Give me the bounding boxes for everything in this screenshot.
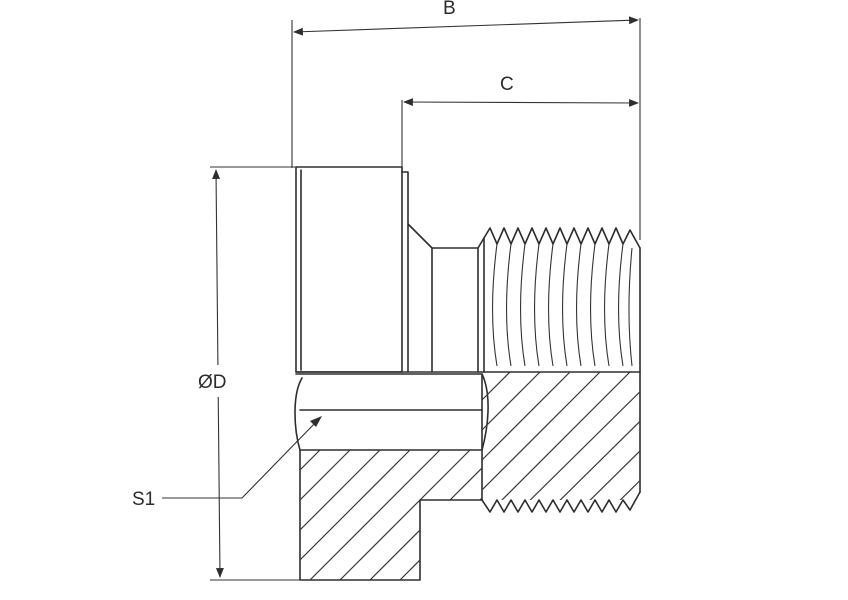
label-mask: [196, 365, 244, 397]
leader-line-s1: [162, 419, 319, 499]
thread-crest-top: [483, 227, 641, 249]
head-flange: [295, 166, 403, 373]
section-outline-left: [299, 449, 483, 581]
dimension-b: B: [291, 0, 641, 240]
dimension-line-c: [403, 98, 639, 107]
leader-arrow: [310, 416, 322, 427]
label-c: C: [500, 74, 514, 95]
dimension-line-b: [293, 16, 639, 36]
upper-outside-view: [295, 166, 641, 373]
seal-ring-edge: [294, 377, 303, 451]
dimension-c: C: [401, 74, 639, 172]
label-b: B: [443, 0, 456, 19]
lower-section-view: [294, 371, 641, 581]
seal-groove: [295, 373, 489, 451]
shoulder-chamfer: [401, 171, 433, 373]
hatching-thread: [482, 372, 640, 500]
thread-flanks: [491, 243, 633, 367]
hatching-body: [300, 450, 482, 580]
undercut-top: [431, 237, 485, 249]
label-d: ØD: [198, 372, 227, 393]
leader-s1: S1: [132, 416, 322, 510]
label-s1: S1: [132, 489, 155, 510]
dimension-d: ØD: [196, 166, 300, 581]
thread-root-bottom: [481, 491, 641, 513]
